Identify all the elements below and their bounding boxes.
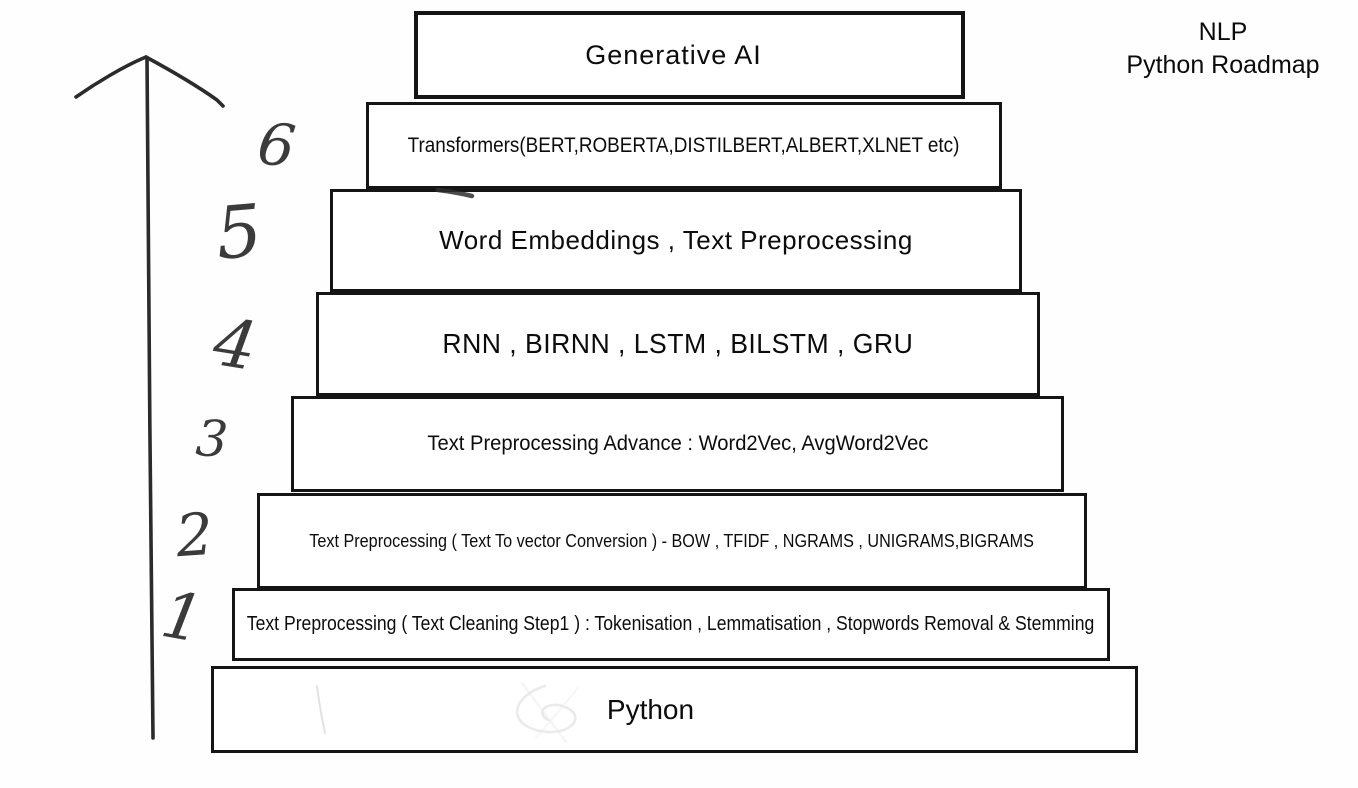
level-label-rnn-family: RNN , BIRNN , LSTM , BILSTM , GRU	[442, 328, 914, 359]
level-box-generative-ai: Generative AI	[414, 11, 965, 99]
level-number-6: 6	[253, 109, 299, 181]
level-box-word-embeddings: Word Embeddings , Text Preprocessing	[330, 189, 1022, 292]
up-arrow-icon	[74, 55, 225, 740]
level-label-transformers: Transformers(BERT,ROBERTA,DISTILBERT,ALB…	[408, 133, 960, 157]
level-number-5: 5	[212, 188, 266, 276]
level-label-text-to-vector: Text Preprocessing ( Text To vector Conv…	[309, 530, 1035, 551]
level-label-text-preprocessing-advance: Text Preprocessing Advance : Word2Vec, A…	[427, 432, 928, 455]
level-box-python: Python	[211, 666, 1138, 753]
level-label-generative-ai: Generative AI	[585, 39, 762, 70]
level-box-transformers: Transformers(BERT,ROBERTA,DISTILBERT,ALB…	[366, 102, 1002, 189]
level-box-text-to-vector: Text Preprocessing ( Text To vector Conv…	[257, 493, 1087, 589]
level-box-text-preprocessing-advance: Text Preprocessing Advance : Word2Vec, A…	[291, 396, 1064, 492]
level-box-text-cleaning: Text Preprocessing ( Text Cleaning Step1…	[232, 588, 1110, 661]
level-number-3: 3	[194, 408, 230, 470]
level-number-1: 1	[155, 578, 209, 658]
page-title-line1: NLP	[1198, 18, 1248, 46]
level-label-word-embeddings: Word Embeddings , Text Preprocessing	[439, 225, 913, 255]
page-title-line2: Python Roadmap	[1126, 51, 1320, 79]
level-number-2: 2	[173, 499, 216, 571]
page-title: NLP Python Roadmap	[1095, 16, 1351, 82]
level-label-python: Python	[606, 693, 695, 725]
level-label-text-cleaning: Text Preprocessing ( Text Cleaning Step1…	[247, 613, 1095, 635]
level-box-rnn-family: RNN , BIRNN , LSTM , BILSTM , GRU	[316, 292, 1040, 396]
level-number-4: 4	[208, 303, 262, 386]
